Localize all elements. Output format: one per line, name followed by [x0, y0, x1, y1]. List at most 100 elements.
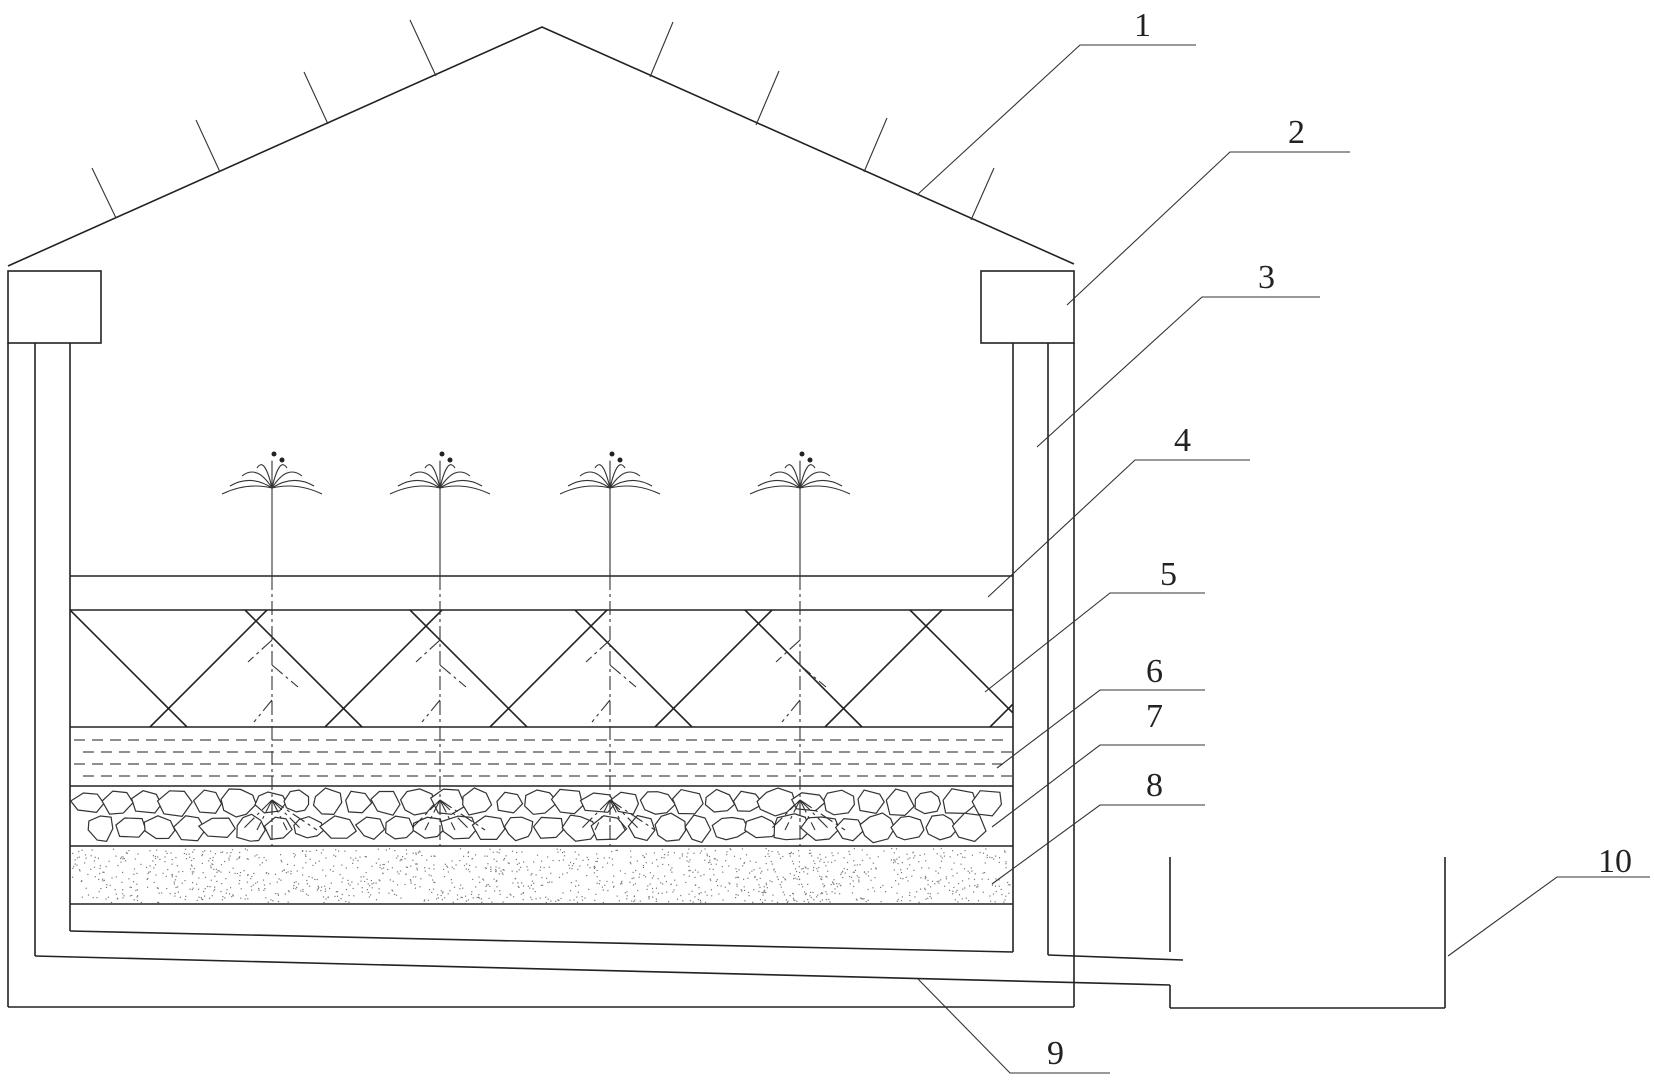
sand-dot: [277, 893, 279, 895]
sand-dot: [147, 886, 149, 888]
sand-dot: [923, 853, 926, 855]
sand-dot: [431, 891, 433, 893]
sand-dot: [179, 896, 181, 898]
sand-dot: [296, 870, 298, 872]
sand-dot: [352, 862, 354, 864]
stone: [101, 790, 134, 815]
sand-dot: [648, 895, 650, 898]
sand-dot: [410, 865, 412, 867]
sand-dot: [584, 897, 586, 899]
plant-root-branch: [439, 799, 456, 831]
sand-dot: [410, 880, 412, 882]
sand-dot: [318, 887, 320, 889]
sand-dot: [753, 869, 755, 871]
stone: [914, 790, 942, 815]
sand-dot: [103, 879, 105, 881]
sand-dot: [795, 870, 798, 873]
sand-dot: [703, 874, 705, 876]
sand-dot: [329, 869, 331, 871]
sand-dot: [383, 867, 385, 869]
sand-dot: [191, 865, 193, 867]
sand-dot: [744, 889, 746, 891]
plant-root-branch: [609, 799, 641, 831]
sand-dot: [399, 860, 401, 862]
sand-dot: [317, 888, 319, 890]
sand-dot: [908, 894, 911, 896]
sand-dot: [105, 866, 107, 868]
sand-dot: [579, 865, 581, 867]
label-10: 10: [1598, 843, 1632, 880]
sand-dot: [545, 901, 547, 904]
sand-dot: [670, 883, 672, 885]
sand-dot: [872, 887, 874, 889]
sand-dot: [218, 870, 220, 872]
sand-dot: [778, 853, 780, 855]
label-3: 3: [1258, 259, 1275, 296]
sand-dot: [961, 880, 964, 882]
sand-dot: [174, 879, 177, 881]
sand-dot: [630, 863, 632, 865]
sand-dot: [713, 874, 715, 876]
sand-dot: [490, 870, 492, 872]
sand-dot: [715, 863, 717, 865]
sand-dot: [828, 898, 830, 900]
sand-dot: [825, 865, 827, 867]
sand-dot: [689, 869, 691, 872]
sand-dot: [811, 855, 813, 857]
sand-dot: [894, 859, 896, 861]
sand-dot: [184, 880, 186, 882]
plant-leaf: [439, 471, 471, 489]
sand-dot: [147, 873, 149, 875]
sand-dot: [359, 856, 361, 858]
sand-dot: [198, 877, 200, 879]
sand-dot: [940, 860, 943, 862]
sand-dot: [85, 887, 87, 889]
sand-dot: [232, 895, 234, 897]
sand-dot: [840, 873, 842, 875]
plant-root-branch: [769, 799, 801, 831]
sand-dot: [865, 901, 867, 903]
sand-dot: [905, 876, 907, 878]
sand-dot: [360, 876, 362, 878]
sand-dot: [213, 890, 215, 892]
stone: [236, 813, 266, 842]
sand-dot: [977, 884, 979, 886]
sand-dot: [280, 879, 282, 881]
sand-dot: [485, 867, 487, 870]
sand-dot: [545, 896, 547, 898]
sand-dot: [382, 864, 384, 866]
sand-dot: [771, 850, 773, 853]
sand-dot: [371, 887, 373, 889]
sand-dot: [885, 891, 887, 893]
plant-leaf: [799, 471, 831, 489]
sand-dot: [129, 886, 131, 888]
sand-dot: [157, 901, 159, 903]
sand-dot: [518, 862, 520, 864]
sand-dot: [896, 892, 898, 894]
sand-dot: [540, 866, 542, 868]
collection-tank: [1169, 857, 1446, 1009]
sand-dot: [202, 872, 204, 874]
sand-dot: [371, 865, 373, 867]
sand-dot: [639, 900, 641, 902]
sand-dot: [581, 899, 584, 901]
sand-dot: [415, 852, 417, 854]
sand-dot: [111, 877, 113, 879]
sand-dot: [159, 858, 161, 860]
sand-dot: [122, 871, 124, 873]
sand-dot: [968, 878, 970, 880]
sand-dot: [80, 880, 82, 882]
sand-dot: [530, 896, 532, 898]
sand-dot: [925, 898, 927, 900]
sand-dot: [632, 871, 634, 873]
sand-dot: [916, 891, 918, 893]
sand-dot: [832, 855, 834, 857]
sand-dot: [493, 858, 495, 860]
sand-dot: [383, 863, 385, 866]
sand-dot: [700, 875, 702, 877]
sand-dot: [531, 880, 534, 882]
plant-leaf: [271, 471, 303, 489]
sand-dot: [78, 856, 80, 858]
plant: [389, 451, 491, 846]
plant-flower: [617, 457, 623, 463]
